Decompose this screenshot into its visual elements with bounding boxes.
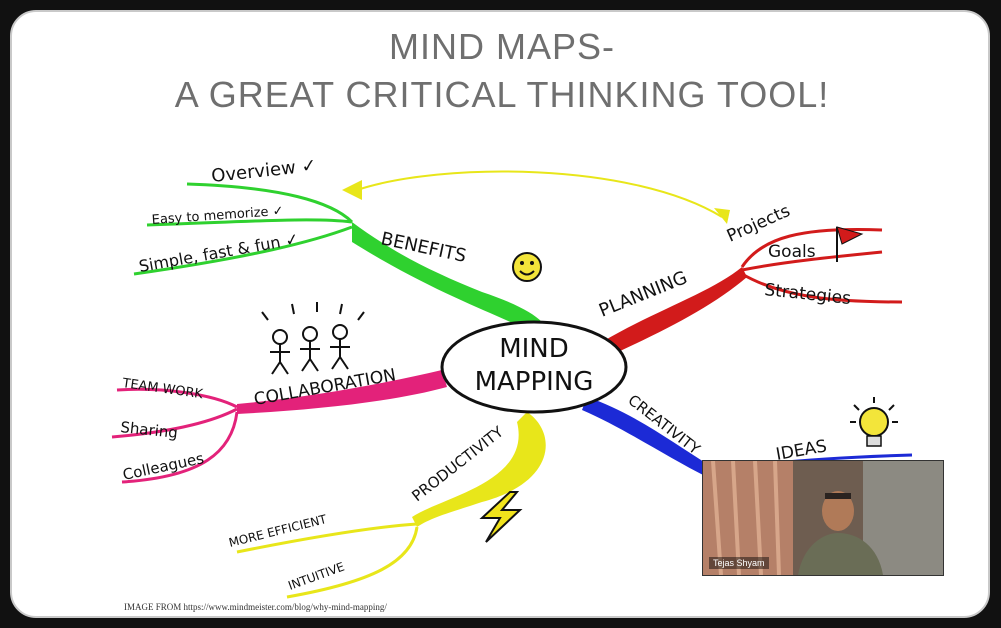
- creativity-branch: [582, 397, 712, 477]
- collaboration-item-3: Colleagues: [121, 449, 206, 484]
- center-label-line1: MIND: [499, 334, 569, 364]
- planning-branch: [602, 267, 747, 357]
- arrow-head-right: [714, 208, 730, 224]
- arrow-head-left: [342, 180, 362, 200]
- productivity-twig-2: [286, 526, 419, 599]
- planning-twig-2: [741, 250, 883, 272]
- benefits-item-3: Simple, fast & fun ✓: [137, 229, 300, 276]
- collaboration-twig-3: [121, 411, 239, 484]
- collaboration-twig-2: [111, 407, 238, 439]
- collaboration-item-2: Sharing: [120, 418, 179, 442]
- connector-arrow: [356, 170, 723, 218]
- planning-twig-3: [741, 272, 903, 304]
- slide-title-line1: MIND MAPS-: [389, 26, 615, 67]
- benefits-branch: [352, 222, 542, 330]
- collaboration-twig-1: [116, 387, 238, 409]
- productivity-twig-1: [236, 522, 418, 554]
- lightbulb-icon: [850, 397, 898, 447]
- planning-twig-1: [740, 228, 883, 268]
- people-icon: [261, 302, 365, 375]
- benefits-twig-2: [146, 218, 353, 227]
- center-bubble: [440, 320, 628, 414]
- participant-name: Tejas Shyam: [709, 557, 769, 569]
- benefits-twig-3: [133, 225, 353, 276]
- slide-title-line2: A GREAT CRITICAL THINKING TOOL!: [174, 74, 830, 115]
- collaboration-item-1: TEAM WORK: [120, 376, 204, 402]
- benefits-twig-1: [186, 182, 354, 224]
- flag-icon: [836, 226, 864, 262]
- center-label-line2: MAPPING: [475, 367, 594, 397]
- webcam-tile[interactable]: Tejas Shyam: [702, 460, 944, 576]
- lightning-icon: [479, 491, 523, 543]
- planning-item-1: Projects: [724, 201, 793, 247]
- smiley-icon: [512, 252, 542, 282]
- image-credit: IMAGE FROM https://www.mindmeister.com/b…: [124, 602, 387, 612]
- benefits-item-1: Overview ✓: [210, 155, 317, 187]
- benefits-item-2: Easy to memorize ✓: [151, 204, 284, 228]
- productivity-item-2: INTUITIVE: [286, 560, 346, 593]
- webcam-video: [703, 461, 943, 575]
- planning-item-2: Goals: [768, 242, 816, 262]
- collaboration-branch: [237, 370, 447, 414]
- productivity-branch: [412, 412, 546, 527]
- planning-item-3: Strategies: [763, 280, 852, 309]
